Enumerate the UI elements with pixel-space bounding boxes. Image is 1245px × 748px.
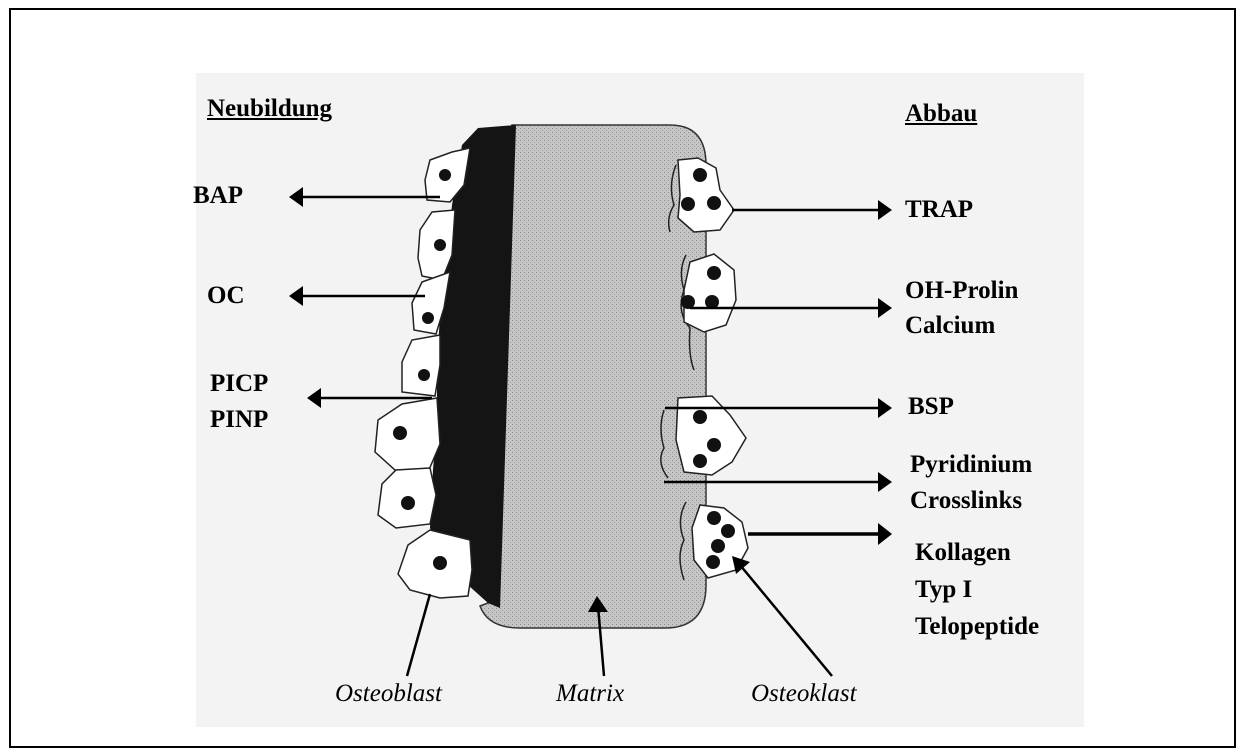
label-bsp: BSP (908, 392, 954, 422)
label-telopeptide: Telopeptide (915, 612, 1039, 642)
label-picp: PICP (210, 369, 268, 399)
pointer-osteoblast (407, 594, 430, 676)
caption-matrix: Matrix (556, 680, 624, 708)
caption-osteoklast: Osteoklast (751, 680, 857, 708)
label-crosslinks: Crosslinks (910, 486, 1022, 516)
heading-neubildung: Neubildung (207, 95, 332, 123)
label-calcium: Calcium (905, 311, 995, 341)
label-oh-prolin: OH-Prolin (905, 276, 1018, 306)
label-trap: TRAP (905, 195, 973, 225)
label-pinp: PINP (210, 405, 268, 435)
label-oc: OC (207, 281, 245, 311)
label-pyridinium: Pyridinium (910, 450, 1032, 480)
heading-abbau: Abbau (905, 100, 977, 128)
label-bap: BAP (193, 181, 243, 211)
caption-osteoblast: Osteoblast (335, 680, 442, 708)
label-kollagen: Kollagen (915, 538, 1011, 568)
bone-remodeling-diagram (0, 0, 1245, 727)
pointer-osteoklast (740, 565, 832, 676)
label-typ-i: Typ I (915, 575, 972, 605)
